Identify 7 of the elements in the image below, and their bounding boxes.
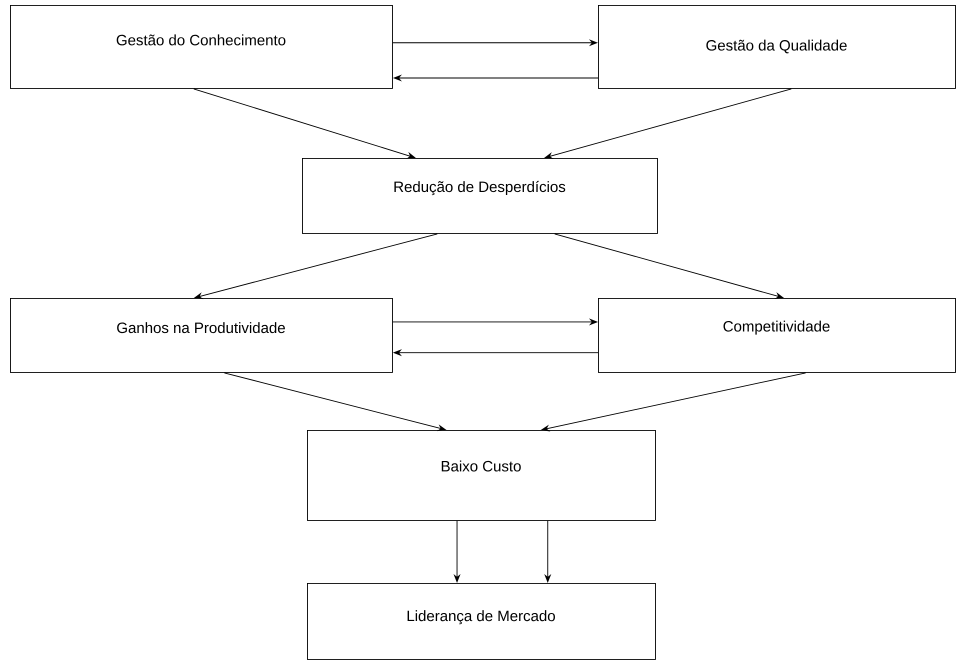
process-box: Competitividade bbox=[598, 298, 956, 373]
process-box: Ganhos na Produtividade bbox=[10, 298, 393, 373]
process-box: Liderança de Mercado bbox=[307, 583, 656, 660]
process-box: Redução de Desperdícios bbox=[302, 158, 658, 234]
process-box: Gestão do Conhecimento bbox=[10, 5, 393, 89]
process-box: Baixo Custo bbox=[307, 430, 656, 521]
process-box: Gestão da Qualidade bbox=[598, 5, 956, 89]
